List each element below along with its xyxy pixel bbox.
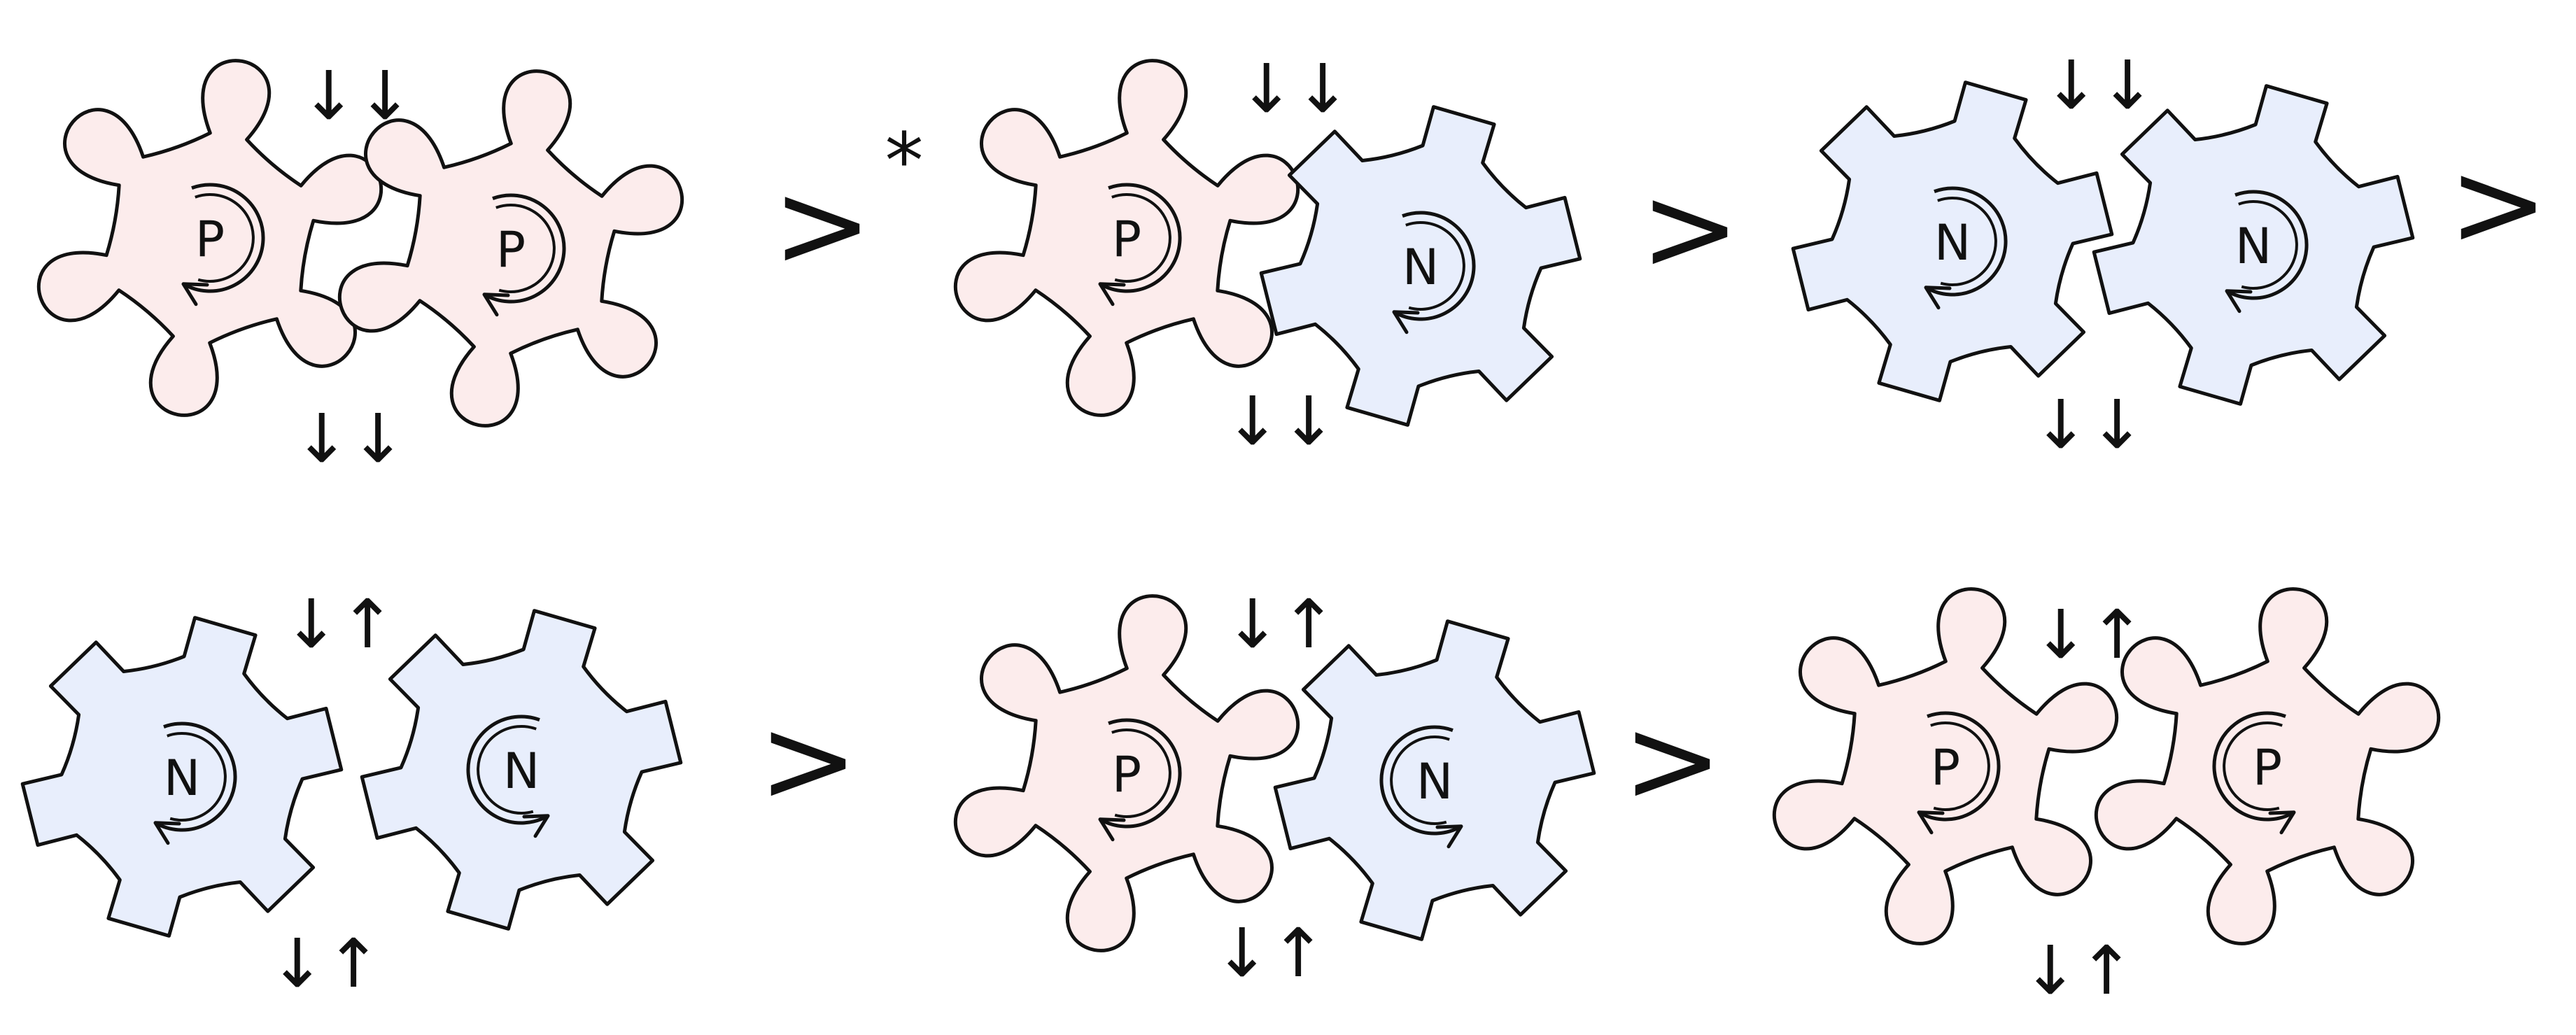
spin-parallel-row-panel-1-right-gear-label: P bbox=[496, 221, 526, 279]
spin-antiparallel-row-panel-2-right-gear-body bbox=[1273, 619, 1596, 941]
spin-parallel-row-panel-3-right-gear-body bbox=[2092, 84, 2415, 406]
spin-parallel-row-panel-2-right-gear-body bbox=[1259, 105, 1582, 427]
spin-parallel-row-panel-1-left-gear-label: P bbox=[195, 211, 225, 268]
spin-antiparallel-row-panel-3-right-gear-body bbox=[2094, 587, 2441, 945]
spin-parallel-row-panel-2-right-gear-rotation-arrow bbox=[1392, 211, 1476, 335]
spin-parallel-row-panel-2-right-gear-label: N bbox=[1402, 239, 1439, 296]
spin-antiparallel-row-panel-1-right-gear-body bbox=[360, 609, 683, 931]
spin-parallel-row-panel-3-left-gear-label: N bbox=[1934, 214, 1971, 272]
spin-parallel-row-panel-2-left-gear-label: P bbox=[1112, 211, 1141, 268]
spin-parallel-row-panel-3-right-gear-label: N bbox=[2235, 218, 2272, 275]
spin-antiparallel-row-panel-3-left-gear-rotation-arrow bbox=[1917, 711, 2001, 835]
spin-antiparallel-row-panel-2-left-gear-body bbox=[953, 594, 1300, 952]
spin-antiparallel-row-panel-2-spin-bottom: ↓↑ bbox=[1214, 914, 1327, 992]
spin-antiparallel-row-separator-1: > bbox=[759, 691, 858, 830]
spin-parallel-row-panel-1-spin-top: ↓↓ bbox=[301, 57, 414, 135]
spin-antiparallel-row-panel-3-spin-top: ↓↑ bbox=[2033, 596, 2146, 674]
spin-parallel-row-panel-3-right-gear-rotation-arrow bbox=[2225, 190, 2309, 314]
spin-antiparallel-row-panel-1-left-gear-rotation-arrow bbox=[153, 721, 237, 845]
spin-antiparallel-row-panel-2-spin-top: ↓↑ bbox=[1225, 585, 1337, 663]
spin-antiparallel-row-panel-1-spin-top: ↓↑ bbox=[283, 585, 396, 663]
spin-antiparallel-row-panel-3-left-gear-label: P bbox=[1931, 739, 1960, 796]
spin-parallel-row-panel-3-spin-top: ↓↓ bbox=[2043, 46, 2156, 125]
spin-parallel-row-panel-1-left-gear-rotation-arrow bbox=[181, 183, 265, 307]
spin-antiparallel-row-panel-2-right-gear-label: N bbox=[1416, 753, 1453, 810]
spin-antiparallel-row-panel-1-right-gear-rotation-arrow bbox=[466, 714, 550, 838]
spin-antiparallel-row-panel-3-left-gear-body bbox=[1772, 587, 2119, 945]
gears-layer bbox=[20, 59, 2441, 952]
spin-parallel-row-asterisk: * bbox=[885, 116, 924, 206]
spin-parallel-row-panel-1-right-gear-rotation-arrow bbox=[482, 193, 566, 317]
spin-antiparallel-row-panel-2-left-gear-label: P bbox=[1112, 746, 1141, 803]
spin-parallel-row-panel-3-spin-bottom: ↓↓ bbox=[2033, 386, 2146, 464]
spin-parallel-row-panel-3-left-gear-body bbox=[1791, 80, 2114, 402]
spin-antiparallel-row-panel-3-right-gear-rotation-arrow bbox=[2212, 711, 2296, 835]
spin-antiparallel-row-panel-3-spin-bottom: ↓↑ bbox=[2022, 931, 2135, 1010]
spin-parallel-row-panel-2-spin-top: ↓↓ bbox=[1239, 50, 1351, 128]
spin-antiparallel-row-separator-2: > bbox=[1623, 691, 1722, 830]
spin-parallel-row-separator-2: > bbox=[1640, 160, 1740, 298]
spin-parallel-row-panel-1-spin-bottom: ↓↓ bbox=[294, 400, 407, 478]
spin-parallel-row-panel-3-left-gear-rotation-arrow bbox=[1924, 186, 2008, 310]
spin-parallel-row-panel-1-left-gear-body bbox=[36, 59, 383, 417]
spin-parallel-row-separator-1: > bbox=[773, 156, 872, 295]
spin-antiparallel-row-panel-1-spin-bottom: ↓↑ bbox=[269, 924, 382, 1003]
spin-antiparallel-row-panel-2-left-gear-rotation-arrow bbox=[1098, 718, 1182, 842]
spin-parallel-row-panel-2-spin-bottom: ↓↓ bbox=[1225, 382, 1337, 460]
spin-parallel-row-panel-1-right-gear-body bbox=[337, 69, 684, 428]
spin-parallel-row-separator-3: > bbox=[2449, 135, 2548, 274]
spin-antiparallel-row-panel-1-left-gear-label: N bbox=[164, 749, 200, 807]
spin-parallel-row-panel-2-left-gear-body bbox=[953, 59, 1300, 417]
spin-antiparallel-row-panel-2-right-gear-rotation-arrow bbox=[1379, 725, 1463, 849]
spin-antiparallel-row-panel-3-right-gear-label: P bbox=[2253, 739, 2282, 796]
spin-antiparallel-row-panel-1-right-gear-label: N bbox=[503, 742, 540, 800]
spin-parallel-row-panel-2-left-gear-rotation-arrow bbox=[1098, 183, 1182, 307]
spin-antiparallel-row-panel-1-left-gear-body bbox=[20, 616, 344, 938]
